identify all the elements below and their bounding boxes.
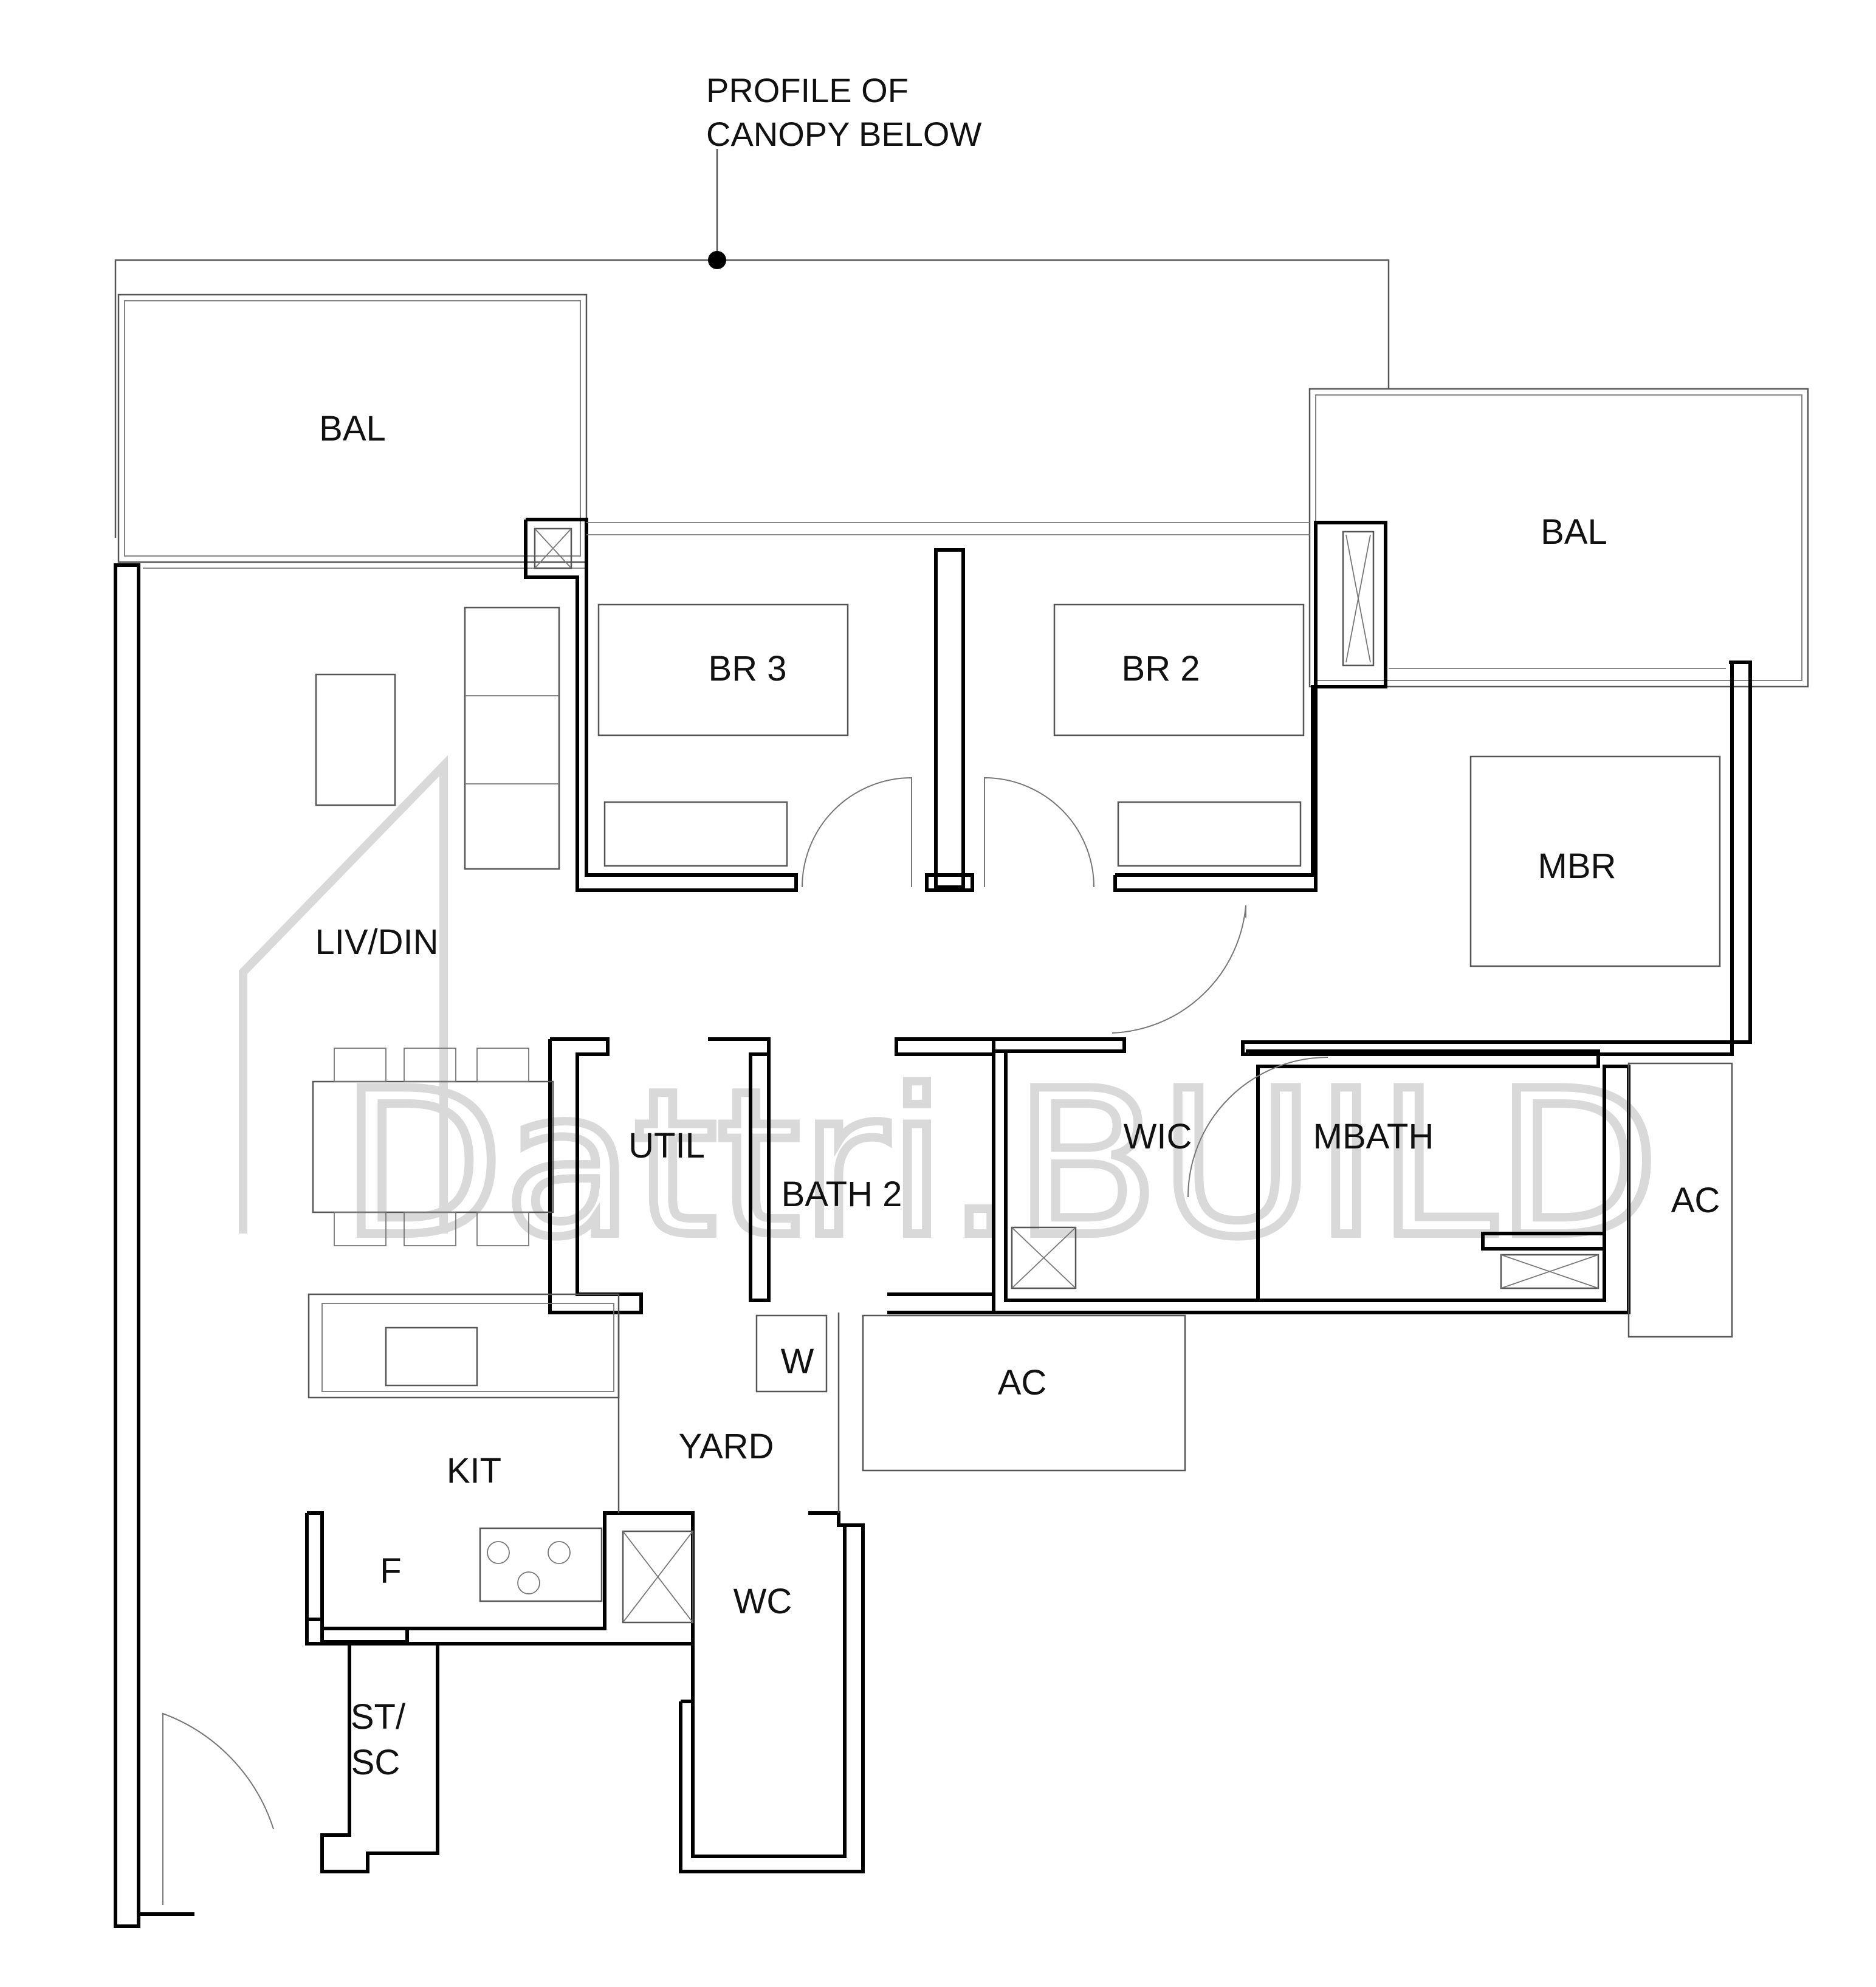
room-label-util: UTIL: [628, 1126, 705, 1165]
room-label-liv-din: LIV/DIN: [315, 922, 438, 962]
canopy-profile: PROFILE OF CANOPY BELOW: [114, 71, 1390, 538]
room-label-br3: BR 3: [709, 649, 787, 688]
room-label-yard: YARD: [679, 1427, 774, 1466]
canopy-marker: [708, 251, 726, 269]
room-label-bath2: BATH 2: [782, 1175, 902, 1214]
room-label-f: F: [380, 1551, 401, 1591]
room-label-kit: KIT: [447, 1451, 501, 1491]
watermark: Dattri.BUILD: [239, 755, 1663, 1285]
balcony-left: [117, 293, 588, 569]
balcony-right: [1308, 388, 1809, 688]
room-label-mbath: MBATH: [1313, 1117, 1434, 1156]
furniture: [312, 603, 1721, 1624]
room-label-wc: WC: [734, 1582, 792, 1621]
room-label-ac-mid: AC: [998, 1363, 1047, 1402]
room-label-ac-right: AC: [1671, 1181, 1720, 1220]
room-label-br2: BR 2: [1122, 649, 1200, 688]
room-label-bal-left: BAL: [319, 409, 386, 448]
room-label-st-sc-line-1: ST/: [351, 1697, 406, 1737]
room-label-wic: WIC: [1124, 1117, 1192, 1156]
canopy-note-line-1: PROFILE OF: [706, 71, 909, 109]
service-areas: [308, 1062, 1733, 1513]
watermark-house-icon: [239, 755, 448, 1234]
room-labels: BAL BAL BR 3 BR 2 MBR LIV/DIN UTIL BATH …: [315, 409, 1720, 1782]
room-label-bal-right: BAL: [1541, 512, 1607, 552]
canopy-note-line-2: CANOPY BELOW: [706, 115, 981, 153]
doors: [162, 777, 1328, 1905]
room-label-w: W: [781, 1342, 814, 1381]
watermark-text: Dattri.BUILD: [340, 1048, 1659, 1281]
room-label-st-sc-line-2: SC: [351, 1743, 400, 1782]
room-label-mbr: MBR: [1538, 846, 1617, 886]
